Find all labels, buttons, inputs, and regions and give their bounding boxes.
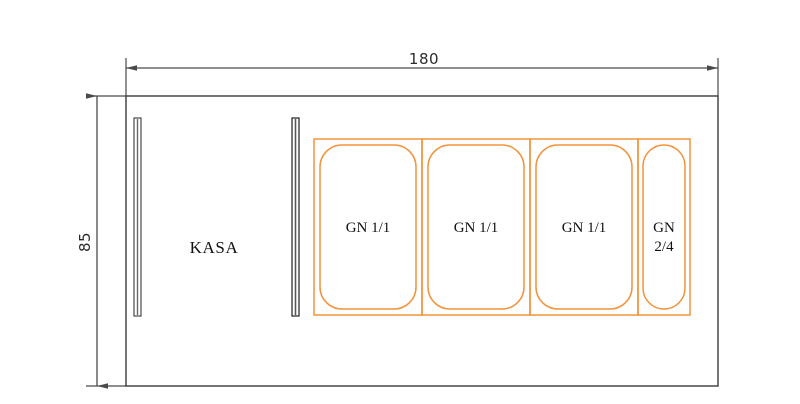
gn-pan-2[interactable]: GN 1/1 — [421, 138, 531, 316]
gn-pan-1-inner — [319, 144, 417, 310]
height-label-backdrop — [78, 216, 95, 268]
gn-pan-2-label: GN 1/1 — [454, 220, 499, 236]
height-dimension-label: 85 — [76, 232, 94, 252]
gn-pan-1-label: GN 1/1 — [346, 220, 391, 236]
gn-pan-group: GN 1/1 GN 1/1 GN 1/1 GN 2/4 — [313, 138, 691, 316]
divider-bar — [291, 117, 300, 317]
kasa-label: KASA — [190, 238, 239, 257]
gn-pan-3-label: GN 1/1 — [562, 220, 607, 236]
width-dimension: 180 — [125, 50, 719, 96]
gn-pan-2-inner — [427, 144, 525, 310]
gn-pan-4-outer — [637, 138, 691, 316]
gn-pan-4-label-line1: GN — [653, 220, 675, 236]
gn-pan-3-inner — [535, 144, 633, 310]
gn-pan-4-inner — [642, 144, 686, 310]
left-side-bar — [133, 117, 142, 317]
gn-pan-4-label-line2: 2/4 — [654, 239, 674, 255]
height-dimension: 85 — [76, 93, 126, 389]
width-dimension-label: 180 — [409, 50, 439, 68]
width-label-backdrop — [398, 50, 450, 67]
gn-pan-4[interactable]: GN 2/4 — [637, 138, 691, 316]
